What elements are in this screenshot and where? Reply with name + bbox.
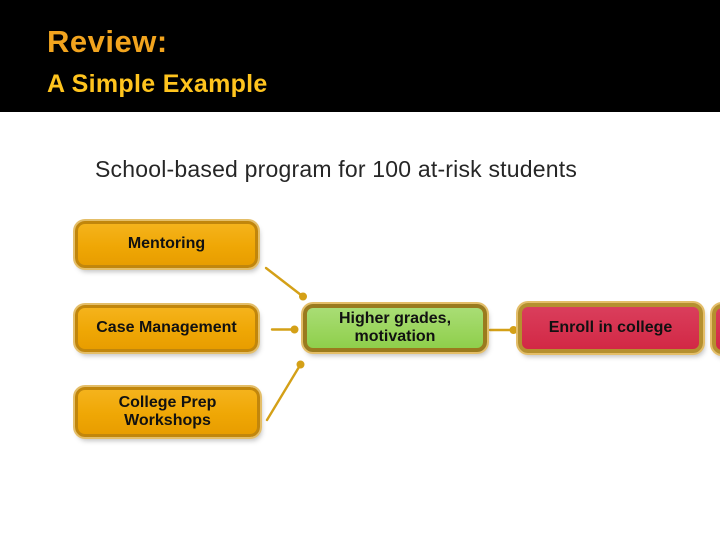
slide-subtitle: A Simple Example xyxy=(47,70,268,98)
connector-mentoring-outcome xyxy=(264,266,303,297)
connector-endpoint xyxy=(290,325,299,334)
slide-heading: School-based program for 100 at-risk stu… xyxy=(95,156,578,182)
activity-box-mentoring: Mentoring xyxy=(75,221,258,268)
outcome-box-higher-grades: Higher grades, motivation xyxy=(303,304,487,352)
connector-endpoint xyxy=(296,360,305,369)
activity-box-college-prep: College Prep Workshops xyxy=(75,387,260,437)
connector-endpoint xyxy=(509,326,518,335)
slide-header: Review: A Simple Example xyxy=(0,0,720,112)
slide-title: Review: xyxy=(47,24,168,59)
connector-endpoint xyxy=(299,292,308,301)
activity-box-case-management: Case Management xyxy=(75,305,258,352)
connector-college-outcome xyxy=(265,365,301,422)
impact-box-enroll-college: Enroll in college xyxy=(518,303,703,353)
clipped-box-right-edge xyxy=(712,304,720,354)
